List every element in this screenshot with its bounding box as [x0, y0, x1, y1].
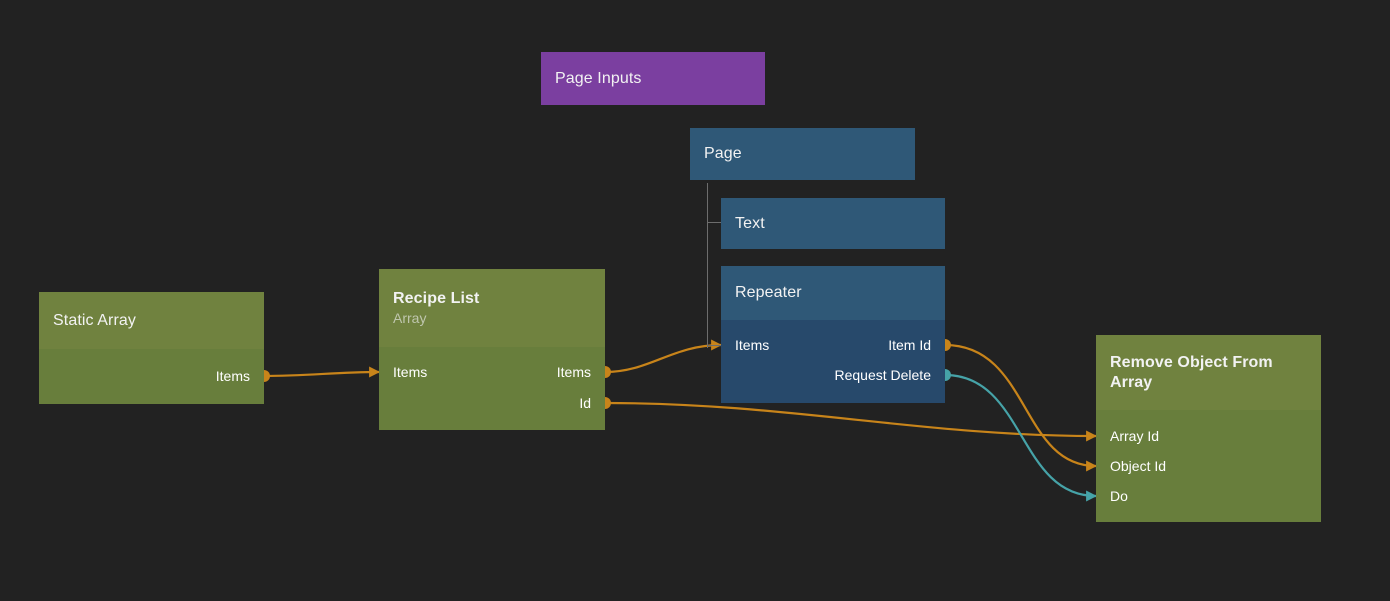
tree-connector-trunk	[707, 183, 708, 348]
edge-repeater-itemid-to-object-id[interactable]	[944, 343, 1098, 472]
node-header-text[interactable]: Text	[721, 198, 945, 249]
node-page-inputs[interactable]: Page Inputs	[541, 52, 765, 105]
tree-connector-stub-1	[707, 345, 721, 346]
node-text[interactable]: Text	[721, 198, 945, 249]
node-body-repeater: Items Item Id Request Delete	[721, 320, 945, 403]
output-port-recipe-list-1[interactable]: Id	[579, 395, 591, 411]
node-header-repeater[interactable]: Repeater	[721, 266, 945, 320]
edge-recipe-id-to-array-id[interactable]	[604, 401, 1098, 442]
edge-recipe-items-to-repeater-items[interactable]	[604, 339, 723, 374]
node-header-page-inputs[interactable]: Page Inputs	[541, 52, 765, 105]
node-header-static-array[interactable]: Static Array	[39, 292, 264, 349]
input-port-recipe-list-0[interactable]: Items	[393, 364, 428, 380]
node-page[interactable]: Page	[690, 128, 915, 180]
input-port-remove-object-from-array-1[interactable]: Object Id	[1110, 458, 1167, 474]
node-header-remove-object-from-array[interactable]: Remove Object From Array	[1096, 335, 1321, 410]
input-port-remove-object-from-array-2[interactable]: Do	[1110, 488, 1128, 504]
edge-repeater-requestdelete-to-do[interactable]	[944, 373, 1098, 502]
node-body-remove-object-from-array: Array Id Object Id Do	[1096, 410, 1321, 522]
node-title-text: Text	[735, 214, 765, 232]
node-title-repeater: Repeater	[735, 284, 802, 301]
node-title-page: Page	[704, 145, 742, 162]
node-title-static-array: Static Array	[53, 311, 137, 329]
output-port-recipe-list-0[interactable]: Items	[556, 364, 591, 380]
node-title-page-inputs: Page Inputs	[555, 69, 642, 87]
output-port-repeater-1[interactable]: Request Delete	[834, 367, 931, 383]
input-port-remove-object-from-array-0[interactable]: Array Id	[1110, 428, 1160, 444]
input-port-repeater-0[interactable]: Items	[735, 337, 770, 353]
node-header-page[interactable]: Page	[690, 128, 915, 180]
node-title-recipe-list: Recipe List	[393, 290, 480, 307]
tree-connector-stub-0	[707, 222, 721, 223]
node-title-remove-object-from-array: Remove Object From Array	[1110, 353, 1273, 391]
output-port-static-array-0[interactable]: Items	[215, 368, 250, 384]
edge-static-items-to-recipe-items[interactable]	[262, 366, 381, 378]
node-subtitle-recipe-list: Array	[393, 310, 427, 326]
node-body-static-array: Items	[39, 349, 264, 404]
output-port-repeater-0[interactable]: Item Id	[888, 337, 931, 353]
